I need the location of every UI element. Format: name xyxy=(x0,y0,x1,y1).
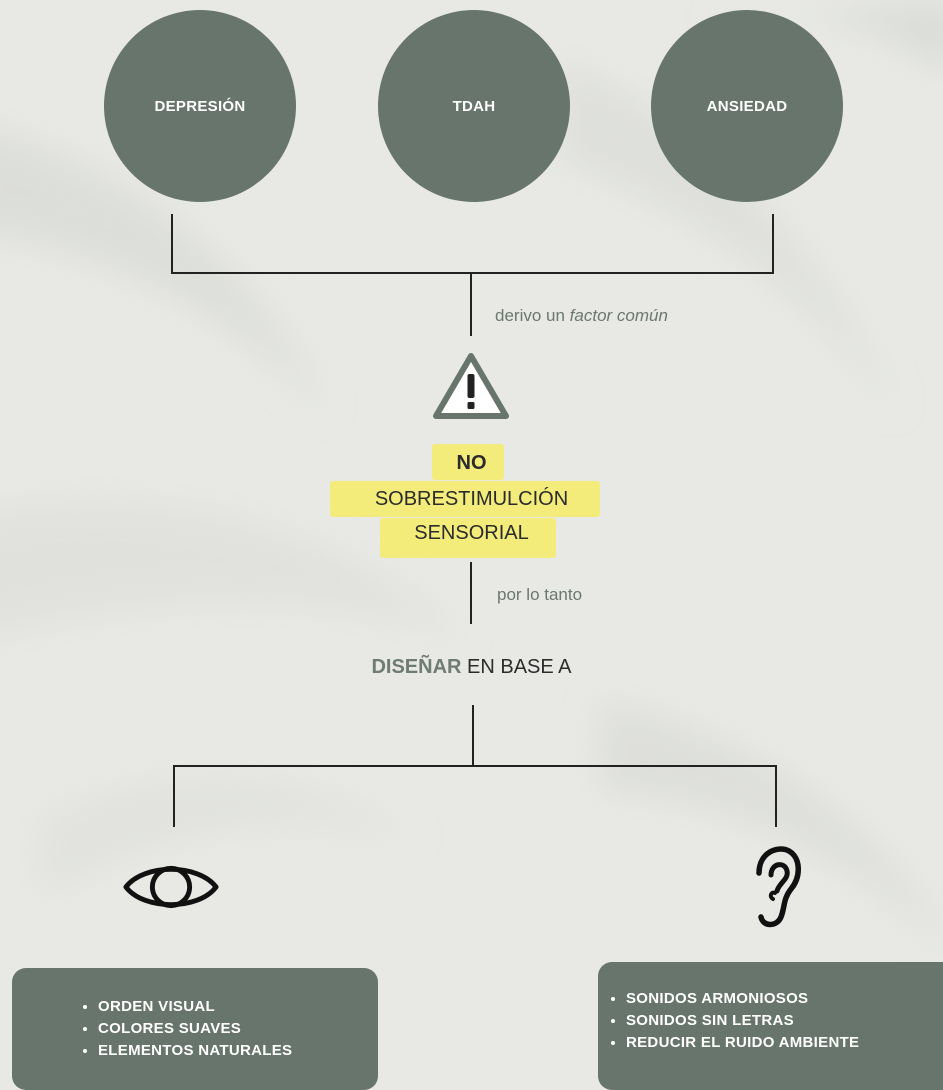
tdah-label: TDAH xyxy=(452,97,496,115)
connector-bottom-left xyxy=(173,765,175,827)
ansiedad-circle: ANSIEDAD xyxy=(651,10,843,202)
visual-item: COLORES SUAVES xyxy=(98,1018,378,1040)
audio-item: SONIDOS ARMONIOSOS xyxy=(626,988,943,1010)
eye-icon xyxy=(123,865,219,909)
audio-item: SONIDOS SIN LETRAS xyxy=(626,1010,943,1032)
visual-card: ORDEN VISUAL COLORES SUAVES ELEMENTOS NA… xyxy=(12,968,378,1090)
ear-icon xyxy=(756,846,801,928)
highlight-line2 xyxy=(380,518,556,558)
connector-right-drop xyxy=(772,214,774,274)
visual-list: ORDEN VISUAL COLORES SUAVES ELEMENTOS NA… xyxy=(76,996,378,1062)
derive-note: derivo un factor común xyxy=(495,306,668,326)
design-heading: DISEÑAR EN BASE A xyxy=(0,656,943,679)
highlight-no xyxy=(432,444,504,480)
connector-center-drop xyxy=(470,274,472,336)
visual-item: ELEMENTOS NATURALES xyxy=(98,1040,378,1062)
audio-card: SONIDOS ARMONIOSOS SONIDOS SIN LETRAS RE… xyxy=(598,962,943,1090)
depresion-circle: DEPRESIÓN xyxy=(104,10,296,202)
depresion-label: DEPRESIÓN xyxy=(154,97,246,115)
warning-triangle-icon xyxy=(433,353,509,419)
connector-bottom-right xyxy=(775,765,777,827)
connector-lower-drop xyxy=(472,705,474,767)
connector-bottom-horizontal xyxy=(173,765,777,767)
warning-line1: SOBRESTIMULCIÓN xyxy=(374,488,569,510)
connector-mid-drop xyxy=(470,562,472,624)
design-bold: DISEÑAR xyxy=(371,656,462,678)
audio-item: REDUCIR EL RUIDO AMBIENTE xyxy=(626,1032,943,1054)
visual-item: ORDEN VISUAL xyxy=(98,996,378,1018)
connector-top-horizontal xyxy=(171,272,774,274)
warning-line2: SENSORIAL xyxy=(414,522,529,544)
tdah-circle: TDAH xyxy=(378,10,570,202)
derive-prefix: derivo un xyxy=(495,306,570,325)
design-rest: EN BASE A xyxy=(461,656,572,678)
highlight-line1 xyxy=(330,481,600,517)
connector-left-drop xyxy=(171,214,173,274)
audio-list: SONIDOS ARMONIOSOS SONIDOS SIN LETRAS RE… xyxy=(604,988,943,1054)
warning-no: NO xyxy=(456,452,487,474)
ansiedad-label: ANSIEDAD xyxy=(706,97,788,115)
therefore-note: por lo tanto xyxy=(497,585,583,604)
derive-italic: factor común xyxy=(569,306,668,325)
